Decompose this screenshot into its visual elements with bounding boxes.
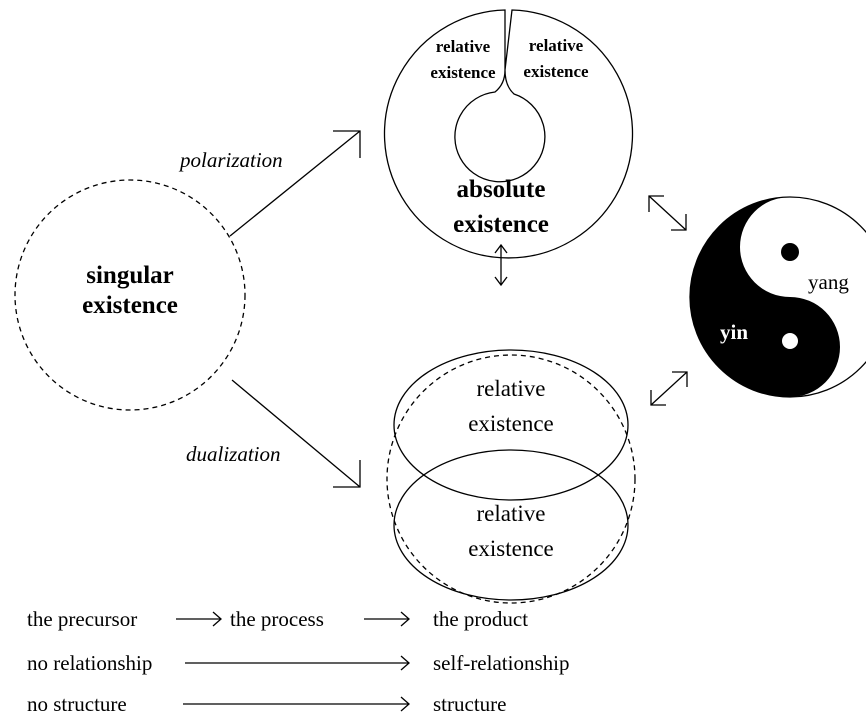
legend-precursor: the precursor — [27, 607, 137, 631]
singular-existence-circle — [14, 179, 246, 411]
legend: the precursor the process the product no… — [27, 607, 569, 714]
dual-outer-dashed-circle — [386, 354, 636, 604]
dual-top-line2: existence — [468, 411, 554, 436]
abs-rel-left-line1: relative — [436, 37, 491, 56]
singular-label-line1: singular — [86, 262, 174, 289]
singular-label-line2: existence — [82, 292, 178, 319]
polarization-arrow — [229, 130, 361, 237]
yang-label: yang — [808, 270, 849, 294]
legend-structure: structure — [433, 692, 506, 714]
dual-top-line1: relative — [477, 376, 546, 401]
dualization-arrow — [231, 379, 361, 488]
lower-diagonal-double-arrow — [650, 371, 688, 406]
legend-no-structure: no structure — [27, 692, 127, 714]
legend-process: the process — [230, 607, 324, 631]
legend-arrow-1 — [176, 611, 222, 627]
upper-diagonal-double-arrow — [648, 195, 687, 231]
absolute-existence-outline — [383, 9, 634, 259]
vertical-double-arrow — [494, 243, 508, 287]
yin-yang-symbol — [689, 196, 866, 398]
legend-arrow-3 — [185, 655, 410, 671]
yin-label: yin — [720, 320, 748, 344]
legend-arrow-2 — [364, 611, 410, 627]
abs-rel-left-line2: existence — [430, 63, 496, 82]
dual-top-ellipse — [393, 349, 629, 501]
absolute-label-line1: absolute — [457, 176, 546, 203]
polarization-label: polarization — [178, 148, 283, 172]
yin-dot — [782, 333, 798, 349]
absolute-label-line2: existence — [453, 211, 549, 238]
legend-arrow-4 — [183, 696, 410, 712]
abs-rel-right-line1: relative — [529, 36, 584, 55]
abs-rel-right-line2: existence — [523, 62, 589, 81]
legend-product: the product — [433, 607, 528, 631]
dual-bottom-line2: existence — [468, 536, 554, 561]
legend-no-relationship: no relationship — [27, 651, 152, 675]
dualization-label: dualization — [186, 442, 281, 466]
dual-bottom-line1: relative — [477, 501, 546, 526]
yang-dot — [781, 243, 799, 261]
dual-bottom-ellipse — [393, 449, 629, 601]
legend-self-relationship: self-relationship — [433, 651, 569, 675]
